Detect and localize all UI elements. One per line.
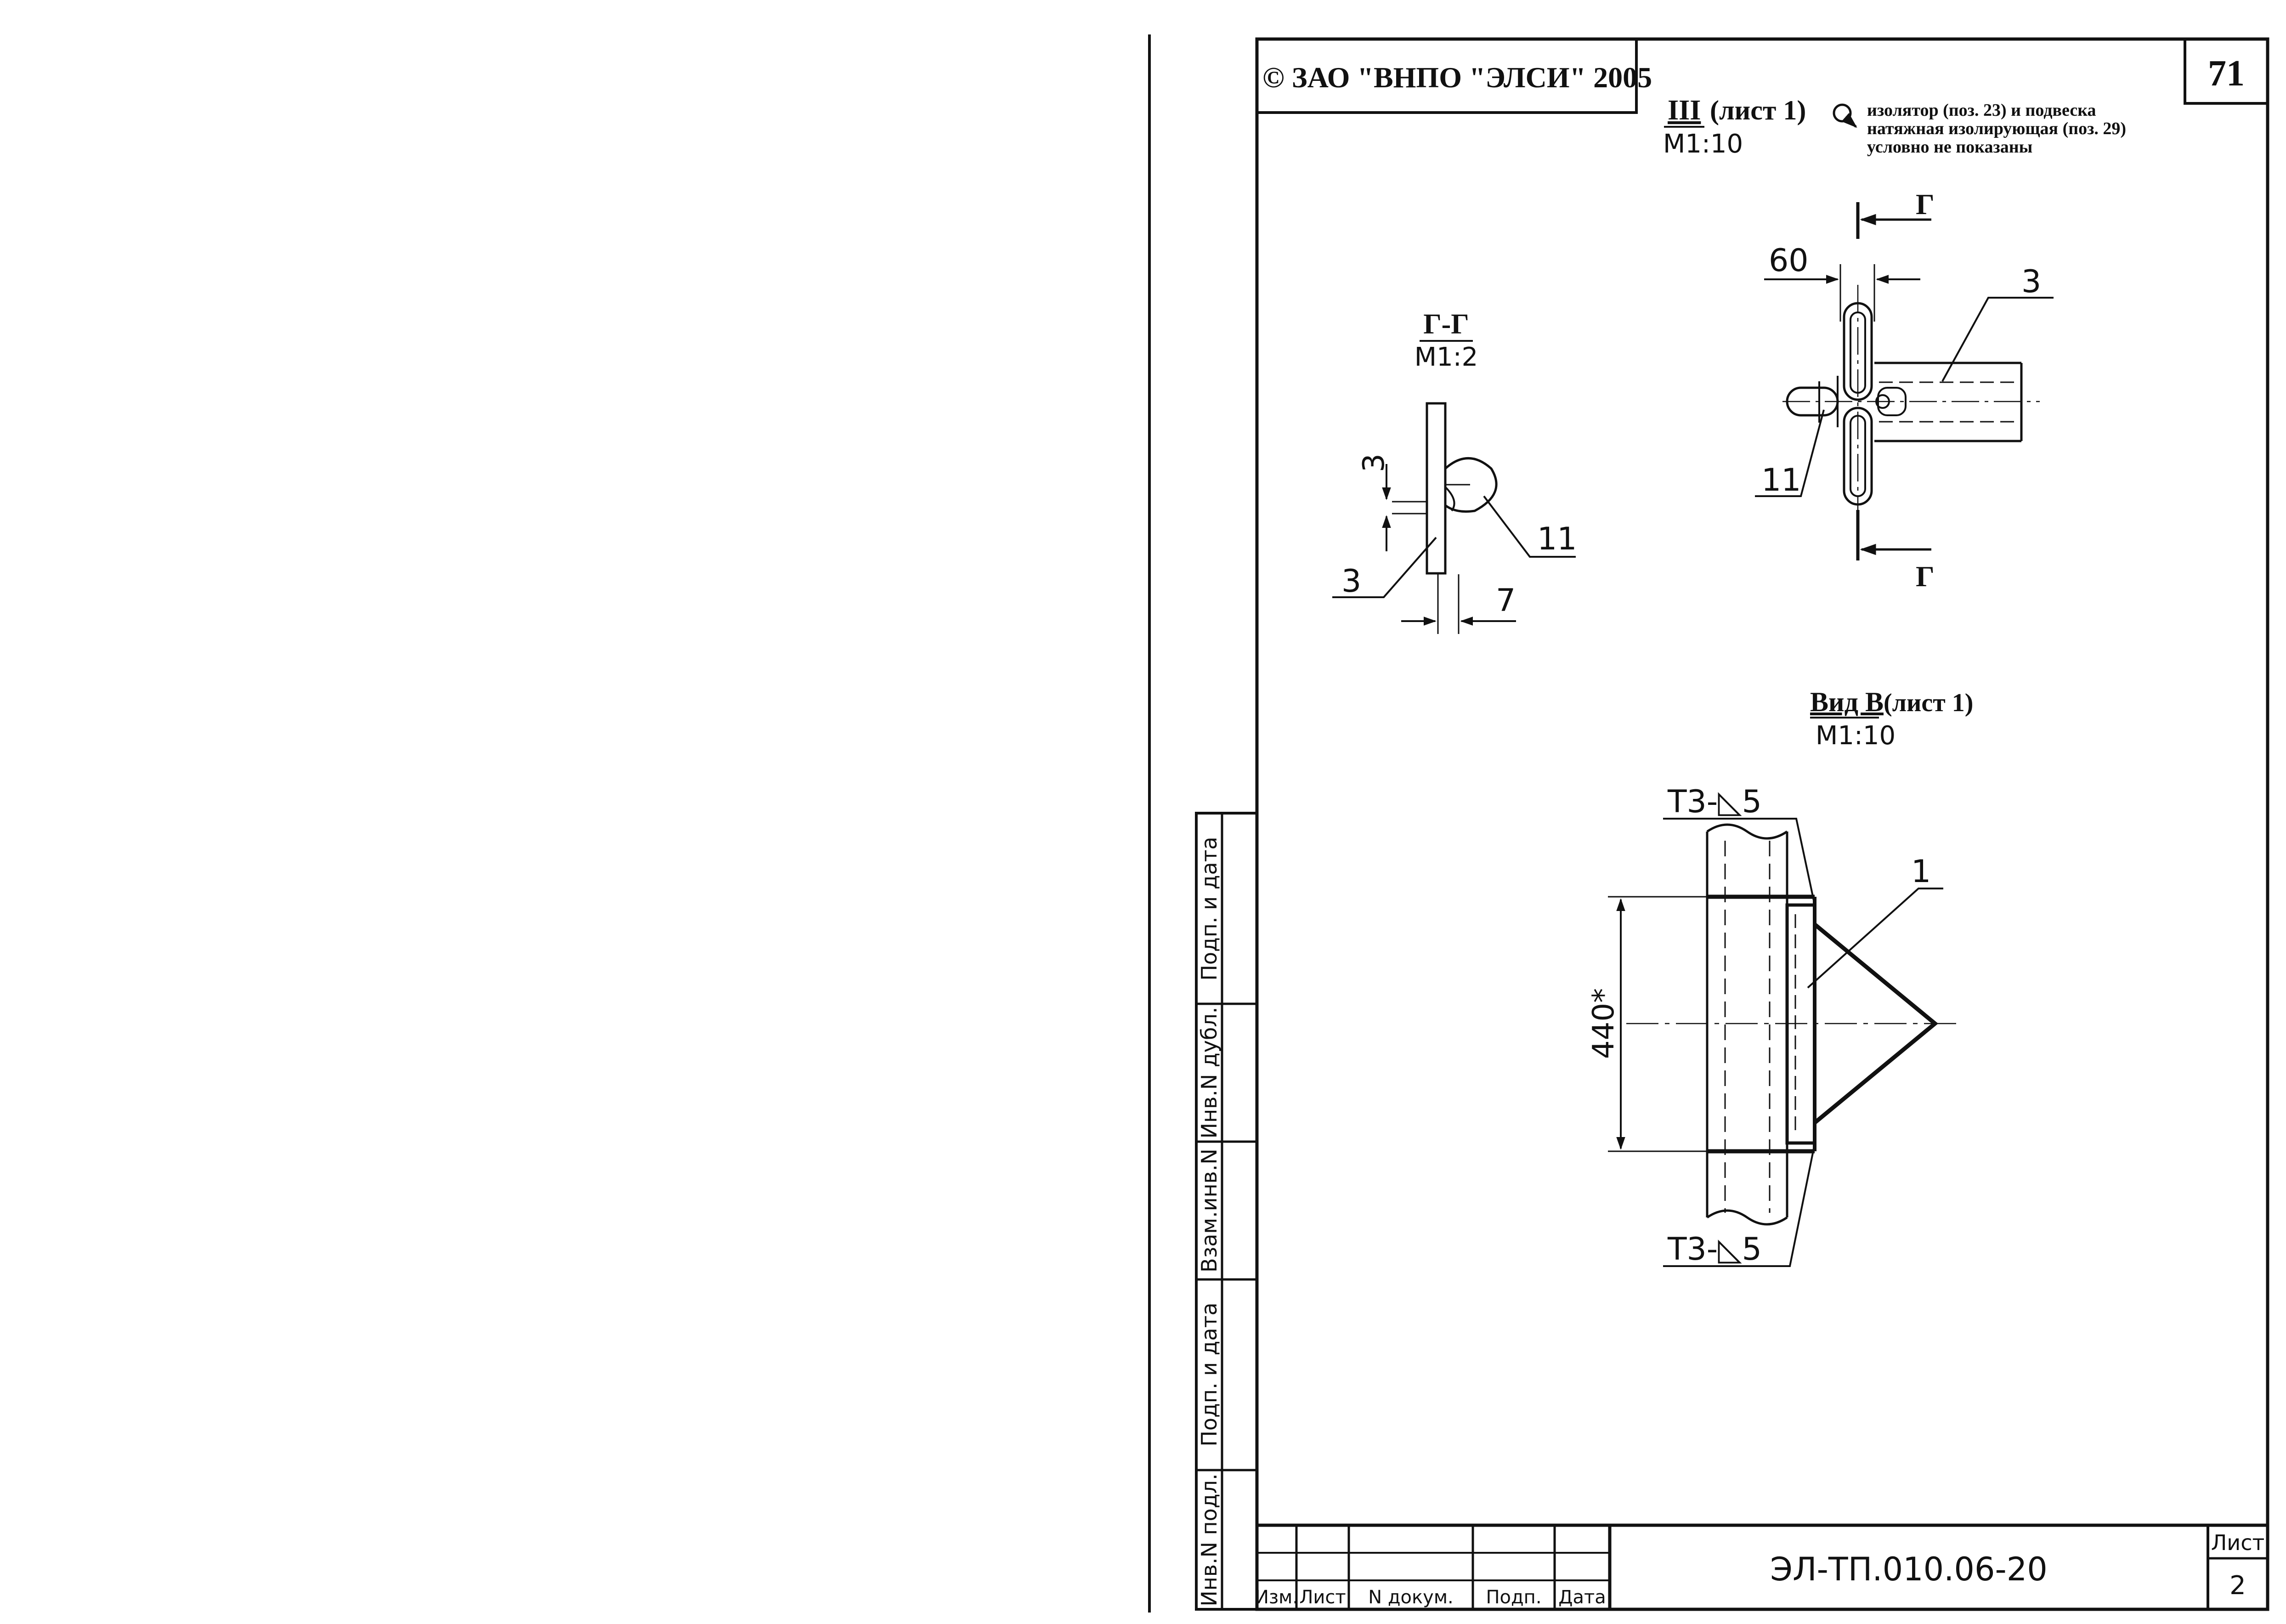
- side-stamp: Подп. и дата Инв.N дубл. Взам.инв.N Подп…: [1195, 812, 1258, 1611]
- pos-3-view-III: 3: [2021, 264, 2041, 300]
- view-III-note-line2: натяжная изолирующая (поз. 29): [1867, 119, 2126, 138]
- rotated-view-icon: [1833, 103, 1857, 128]
- view-III: III (лист 1) М1:10 изолятор (поз. 23) и …: [1663, 95, 2126, 593]
- tb-col-podp: Подп.: [1486, 1587, 1541, 1608]
- tb-col-izm: Изм.: [1255, 1587, 1298, 1608]
- weld-top: Т3-◺5: [1667, 784, 1762, 820]
- drawing-frame: [1255, 37, 2269, 1611]
- stamp-inv-podl: Инв.N подл.: [1197, 1473, 1222, 1606]
- pos-3-section: 3: [1341, 563, 1361, 600]
- dim-3-vertical: 3: [1357, 453, 1391, 472]
- tb-designation: ЭЛ-ТП.010.06-20: [1770, 1550, 2048, 1588]
- weld-bottom: Т3-◺5: [1667, 1231, 1762, 1268]
- view-III-note-line3: условно не показаны: [1867, 137, 2032, 157]
- tb-col-data: Дата: [1558, 1587, 1606, 1608]
- pos-1: 1: [1911, 854, 1931, 890]
- page-number-box: 71: [2184, 38, 2269, 105]
- tb-sheet-number: 2: [2229, 1571, 2246, 1601]
- dim-60: 60: [1769, 243, 1809, 279]
- tb-col-list: Лист: [1299, 1587, 1346, 1608]
- view-B-title: Вид В: [1810, 687, 1884, 717]
- view-III-note-line1: изолятор (поз. 23) и подвеска: [1867, 101, 2096, 120]
- section-GG: Г-Г М1:2 3 3 11 7: [1332, 309, 1577, 634]
- section-GG-scale: М1:2: [1415, 342, 1478, 372]
- title-block: Изм. Лист N докум. Подп. Дата ЭЛ-ТП.010.…: [1255, 1523, 2268, 1609]
- view-III-title: III: [1668, 95, 1701, 126]
- stamp-inv-dubl: Инв.N дубл.: [1197, 1007, 1222, 1139]
- pos-11-view-III: 11: [1761, 462, 1801, 498]
- copyright-text: © ЗАО "ВНПО "ЭЛСИ" 2005: [1262, 61, 1652, 94]
- stamp-podp-data-2: Подп. и дата: [1197, 1302, 1222, 1446]
- stamp-podp-data-1: Подп. и дата: [1197, 837, 1222, 980]
- view-B: Вид В (лист 1) М1:10 440* Т3-◺5 Т3-: [1587, 687, 1973, 1268]
- view-III-sheet-ref: (лист 1): [1710, 95, 1806, 125]
- cut-letter-bottom: Г: [1916, 560, 1935, 593]
- stamp-vzam-inv: Взам.инв.N: [1197, 1149, 1222, 1273]
- tb-col-ndokum: N докум.: [1368, 1587, 1454, 1608]
- dim-440: 440*: [1587, 988, 1621, 1059]
- tb-sheet-label: Лист: [2211, 1530, 2265, 1555]
- cut-letter-top: Г: [1916, 188, 1935, 221]
- view-B-sheet-ref: (лист 1): [1884, 689, 1973, 717]
- view-B-scale: М1:10: [1816, 721, 1896, 751]
- view-III-scale: М1:10: [1663, 129, 1743, 159]
- dim-7: 7: [1496, 583, 1516, 619]
- copyright-box: © ЗАО "ВНПО "ЭЛСИ" 2005: [1256, 38, 1652, 114]
- pos-11-section: 11: [1537, 521, 1577, 557]
- page-number: 71: [2208, 53, 2245, 94]
- section-GG-title: Г-Г: [1423, 309, 1469, 340]
